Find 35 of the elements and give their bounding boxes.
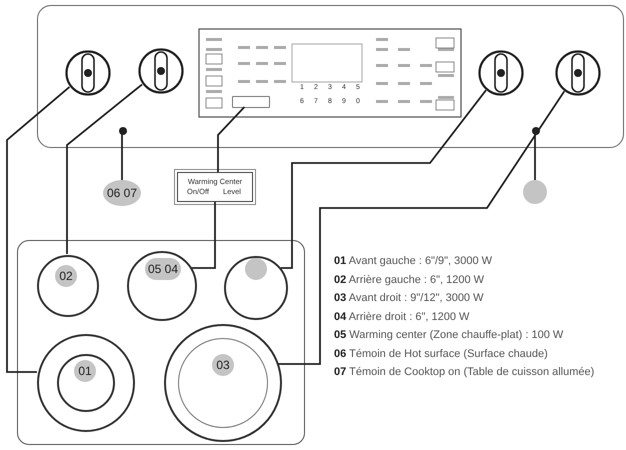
callout-number: 03 [212,354,234,376]
leader-line [121,134,123,180]
callout-number: 01 [74,360,96,382]
marker-dot [523,180,547,204]
leader-line [217,106,246,172]
legend-entry: 07 Témoin de Cooktop on (Table de cuisson allumée) [334,365,596,380]
control-knob [478,50,524,96]
callout-number: 05 04 [144,258,182,280]
warming-center-box [177,172,253,202]
legend-entry: 02 Arrière gauche : 6", 1200 W [334,272,486,288]
leader-line [280,90,487,269]
legend-entry: 05 Warming center (Zone chauffe-plat) : 100 W [334,328,564,343]
legend-entry: 04 Arrière droit : 6", 1200 W [334,310,470,324]
callout-number: 02 [55,265,77,287]
burner-circle [127,251,197,321]
burner-circle [37,255,99,317]
legend-entry: 06 Témoin de Hot surface (Surface chaude) [334,346,549,362]
control-knob [65,50,111,96]
warming-button [232,96,270,108]
control-knob [555,50,601,96]
cooktop-outline [17,240,305,445]
leader-line [278,90,566,365]
legend-entry: 03 Avant droit : 9"/12", 3000 W [334,291,484,306]
burner-circle [224,256,288,320]
indicator-light [119,127,127,135]
burner-circle [37,334,135,432]
control-panel [37,5,624,148]
leader-line [66,84,143,254]
callout-number: 06 07 [103,180,141,206]
legend-entry: 01 Avant gauche : 6"/9", 3000 W [334,254,494,269]
leader-line [192,202,216,269]
burner-circle [164,324,282,442]
control-knob [138,48,184,94]
leader-line [6,86,70,373]
leader-line [534,134,536,180]
